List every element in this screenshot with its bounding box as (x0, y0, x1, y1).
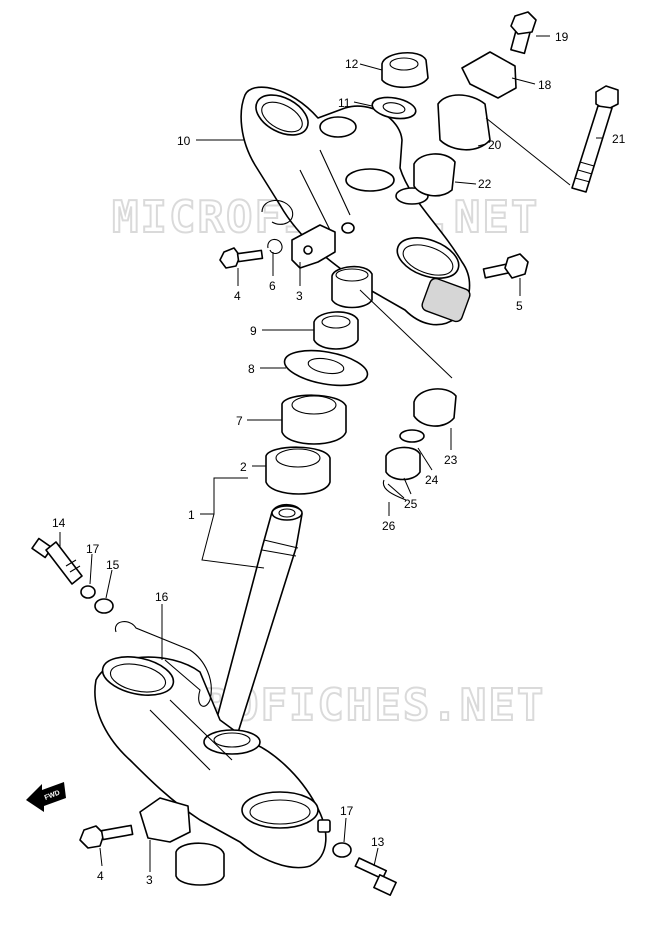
bearing-2 (265, 446, 331, 495)
callout-3-lower: 3 (146, 873, 153, 887)
lower-bracket (94, 656, 331, 869)
bolt-19 (510, 11, 537, 55)
nut-9 (313, 311, 359, 350)
washer-17-upper (80, 585, 96, 599)
callout-2: 2 (240, 460, 247, 474)
holder-upper-18 (461, 51, 517, 99)
callout-16: 16 (155, 590, 169, 604)
callout-numbers: 10 12 11 19 18 20 21 22 4 6 3 5 9 8 7 2 … (52, 30, 626, 887)
callout-24: 24 (425, 473, 439, 487)
callout-26: 26 (382, 519, 396, 533)
washer-11 (371, 96, 417, 120)
nut-25 (385, 446, 421, 481)
seal-8 (283, 349, 369, 387)
callout-4-upper: 4 (234, 289, 241, 303)
callout-19: 19 (555, 30, 569, 44)
forward-arrow-icon: FWD (26, 782, 66, 812)
bolt-21 (571, 85, 619, 193)
callout-17-upper: 17 (86, 542, 100, 556)
callout-11: 11 (338, 96, 351, 110)
callout-25: 25 (404, 497, 418, 511)
upper-bracket (240, 86, 471, 326)
callout-20: 20 (488, 138, 502, 152)
callout-9: 9 (250, 324, 257, 338)
damper-23 (413, 388, 457, 427)
leader-lines (59, 35, 602, 872)
callout-7: 7 (236, 414, 243, 428)
holder-lower-20 (437, 94, 491, 151)
clip-upper (261, 199, 294, 225)
bolt-14 (31, 537, 83, 585)
cotter-pin-26 (382, 479, 407, 501)
callout-18: 18 (538, 78, 552, 92)
bearing-7 (281, 394, 347, 445)
callout-13: 13 (371, 835, 385, 849)
callout-1: 1 (188, 508, 195, 522)
washer-17-lower (332, 842, 352, 858)
bolt-5 (482, 253, 529, 279)
bolt-4-upper (219, 247, 264, 269)
callout-17-lower: 17 (340, 804, 354, 818)
callout-14: 14 (52, 516, 66, 530)
bracket-stay-upper (291, 224, 336, 269)
callout-22: 22 (478, 177, 492, 191)
bolt-4-lower (79, 824, 134, 849)
callout-23: 23 (444, 453, 458, 467)
callout-3-upper: 3 (296, 289, 303, 303)
bolt-13 (354, 857, 397, 896)
callout-21: 21 (612, 132, 626, 146)
callout-12: 12 (345, 57, 359, 71)
washer-15 (94, 598, 114, 614)
clip-16 (114, 621, 212, 707)
bushing-upper (331, 265, 373, 309)
nut-12 (381, 52, 429, 89)
cushion-22 (413, 153, 456, 197)
callout-6: 6 (269, 279, 276, 293)
callout-8: 8 (248, 362, 255, 376)
washer-24 (399, 429, 425, 443)
bracket-stay-lower (139, 797, 191, 843)
callout-4-lower: 4 (97, 869, 104, 883)
callout-5: 5 (516, 299, 523, 313)
callout-15: 15 (106, 558, 120, 572)
callout-10: 10 (177, 134, 191, 148)
bushing-lower (175, 842, 225, 886)
